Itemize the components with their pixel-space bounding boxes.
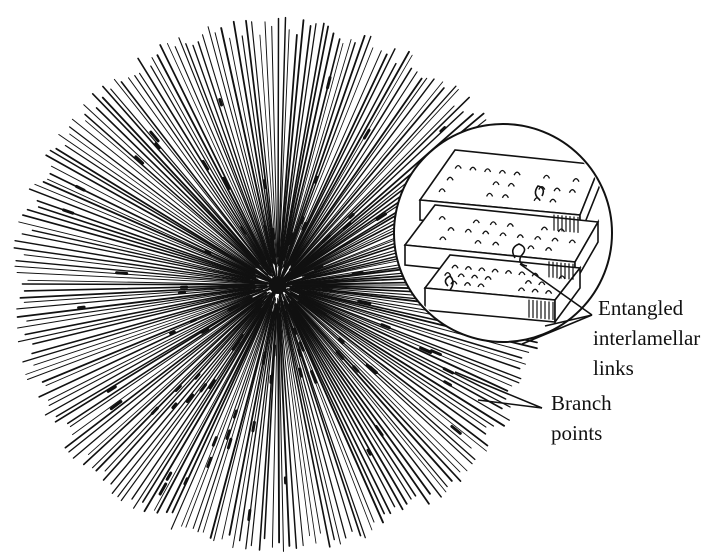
branch-label-line-2: points — [551, 421, 602, 445]
lamella-speck — [167, 473, 171, 479]
lamella-speck — [324, 289, 331, 290]
lamella-speck — [196, 374, 199, 378]
entangled-label: Entangled interlamellar links — [593, 296, 700, 380]
lamella-speck — [344, 224, 350, 229]
entangled-label-line-3: links — [593, 356, 634, 380]
lamella-speck — [213, 438, 216, 446]
lamella-speck — [108, 387, 115, 392]
lamella-speck — [160, 484, 166, 494]
lamella-speck — [444, 369, 452, 373]
lamella-speck — [210, 381, 215, 388]
branch-label-line-1: Branch — [551, 391, 612, 415]
lamella-speck — [328, 78, 331, 88]
lamellae-inset — [394, 124, 612, 342]
lamella-line — [28, 210, 253, 278]
branch-label: Branch points — [551, 391, 612, 445]
lamella-speck — [263, 353, 265, 364]
lamella-speck — [312, 372, 316, 383]
lamella-speck — [117, 273, 127, 274]
lamella-line — [278, 308, 279, 543]
lamella-speck — [274, 346, 275, 356]
lamella-speck — [77, 187, 85, 191]
lamella-speck — [228, 439, 231, 448]
lamella-speck — [64, 210, 73, 213]
lamella-speck — [301, 218, 303, 223]
lamella-speck — [187, 395, 192, 402]
lamella-line — [278, 19, 279, 257]
lamella-line — [65, 146, 263, 276]
lamella-speck — [353, 273, 362, 274]
lamella-speck — [315, 177, 317, 182]
lamella-speck — [220, 100, 222, 105]
lamella-speck — [445, 382, 451, 385]
lamella-speck — [264, 181, 265, 188]
lamella-speck — [206, 252, 210, 254]
lamella-speck — [441, 128, 445, 132]
lamella-speck — [294, 329, 296, 333]
lamella-speck — [432, 351, 441, 355]
lamella-speck — [368, 450, 370, 454]
lamella-speck — [300, 369, 302, 376]
lamella-speck — [253, 422, 255, 431]
lamella-speck — [299, 350, 301, 355]
lamella-speck — [265, 226, 266, 230]
entangled-label-line-2: interlamellar — [593, 326, 700, 350]
lamella-line — [69, 293, 268, 452]
lamella-speck — [273, 229, 274, 238]
lamella-speck — [185, 479, 187, 484]
lamella-line — [104, 301, 264, 480]
lamella-speck — [79, 307, 85, 308]
lamella-speck — [171, 332, 175, 334]
lamella-speck — [176, 386, 180, 390]
lamella-speck — [191, 320, 195, 322]
lamella-speck — [249, 511, 250, 520]
lamella-speck — [152, 408, 157, 413]
spherulite-nucleus — [269, 276, 287, 294]
entangled-label-line-1: Entangled — [598, 296, 684, 320]
lamella-speck — [234, 411, 236, 417]
